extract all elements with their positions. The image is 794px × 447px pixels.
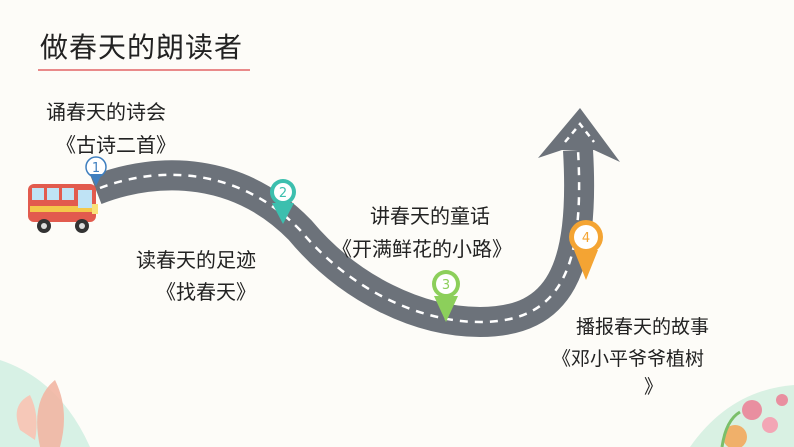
stop-3-title: 讲春天的童话 xyxy=(370,204,490,228)
road-lane-dashes xyxy=(99,149,581,324)
page-title: 做春天的朗读者 xyxy=(40,31,244,64)
stop-4-title: 播报春天的故事 xyxy=(576,316,710,338)
stop-number-4: 4 xyxy=(582,231,590,246)
stop-2-title: 读春天的足迹 xyxy=(136,248,256,272)
stop-pin-4: 4 xyxy=(569,220,603,280)
road-arrow-head xyxy=(538,108,620,162)
stop-number-3: 3 xyxy=(442,278,450,293)
stop-2-lesson: 《找春天》 xyxy=(156,280,256,304)
stop-4-lesson: 《邓小平爷爷植树 xyxy=(552,348,705,370)
stop-1-lesson: 《古诗二首》 xyxy=(56,133,176,157)
stop-3-lesson: 《开满鲜花的小路》 xyxy=(332,237,512,261)
stop-1-title: 诵春天的诗会 xyxy=(46,100,166,124)
stop-pin-3: 3 xyxy=(432,270,460,322)
stop-pin-2: 2 xyxy=(270,179,296,224)
stop-pin-1: 1 xyxy=(85,156,107,186)
stop-number-1: 1 xyxy=(92,161,100,176)
bus-icon xyxy=(28,184,98,233)
title-underline xyxy=(38,69,250,71)
stop-number-2: 2 xyxy=(279,186,287,201)
leaves-left-decoration xyxy=(0,360,90,447)
stop-4-lesson-end: 》 xyxy=(644,376,664,398)
flowers-right-decoration xyxy=(690,385,794,447)
